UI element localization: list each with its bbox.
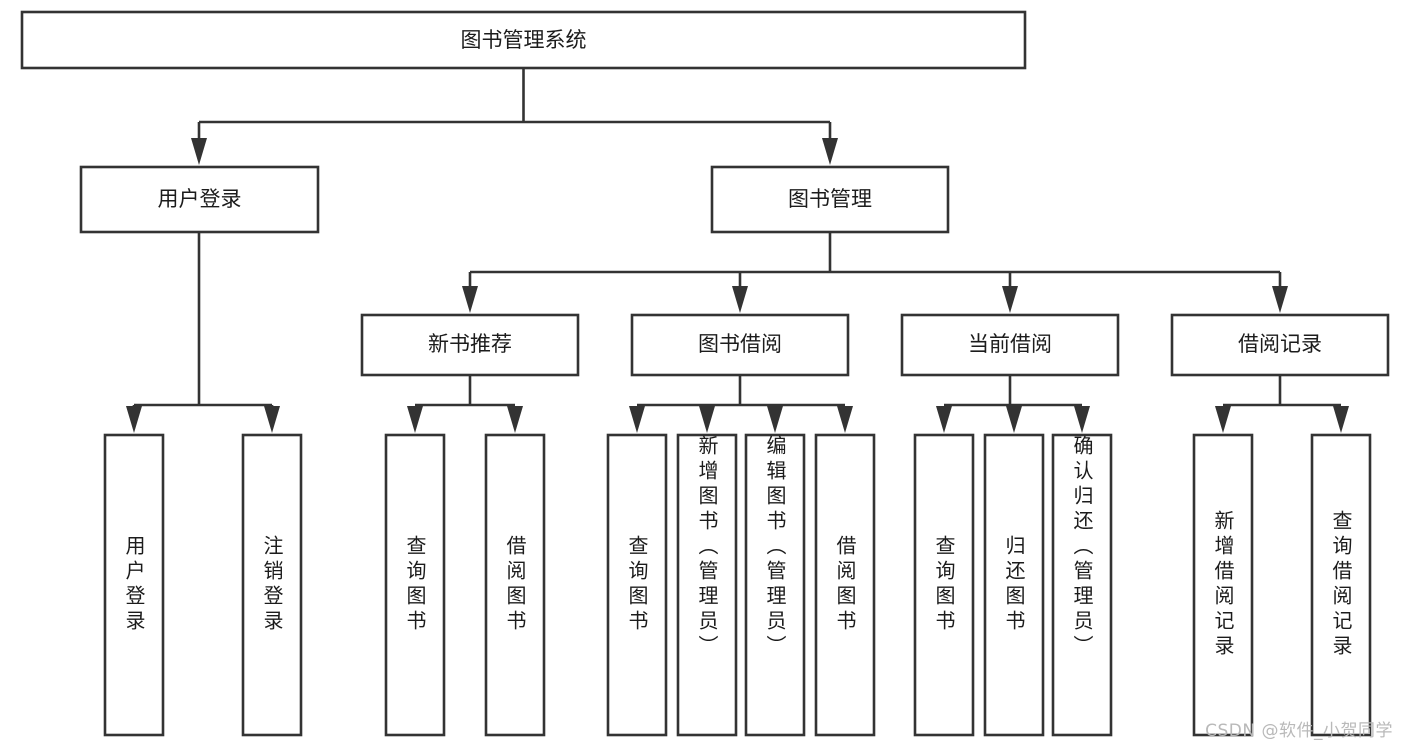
leaf-node-logout-login[interactable]: 注销登录 [243,435,301,735]
node-new-book-recommend-box [360,313,580,377]
arrow-head-icon [462,286,478,313]
node-book-borrow[interactable]: 图书借阅 [630,313,850,377]
arrow-head-icon [1002,286,1018,313]
arrow-head-icon [1272,286,1288,313]
connector-group-root-to-level2 [191,68,838,165]
leaf-label-confirm-return-admin: 确认归还（管理员） [1070,435,1094,660]
connector-group-record-to-leaves [1215,375,1349,433]
node-book-management[interactable]: 图书管理 [710,165,950,234]
arrow-head-icon [1333,406,1349,433]
leaf-label-query-books-newbook: 查询图书 [403,535,427,635]
node-book-borrow-label: 图书借阅 [698,332,782,356]
leaf-box-query-borrow-record[interactable] [1310,433,1372,737]
leaf-label-return-books: 归还图书 [1002,535,1026,635]
arrow-head-icon [1006,406,1022,433]
node-book-management-box [710,165,950,234]
node-book-management-label: 图书管理 [788,187,872,211]
node-user-login-box [79,165,320,234]
arrow-head-icon [837,406,853,433]
leaf-label-query-books-current: 查询图书 [932,535,956,635]
leaf-node-query-books-newbook[interactable]: 查询图书 [386,435,444,735]
leaf-node-add-book-admin[interactable]: 新增图书（管理员） [678,435,736,735]
leaf-box-confirm-return-admin[interactable] [1051,433,1113,737]
connector-group-borrow-to-leaves [629,375,853,433]
leaf-box-user-login[interactable] [103,433,165,737]
leaf-label-borrow-books-newbook: 借阅图书 [503,535,527,635]
leaf-label-logout-login: 注销登录 [260,535,284,635]
leaf-box-query-books-newbook[interactable] [384,433,446,737]
leaf-node-query-books-current[interactable]: 查询图书 [915,435,973,735]
leaf-box-logout-login[interactable] [241,433,303,737]
arrow-head-icon [1074,406,1090,433]
arrow-head-icon [407,406,423,433]
connector-group-current-to-leaves [936,375,1090,433]
arrow-head-icon [936,406,952,433]
node-current-borrow[interactable]: 当前借阅 [900,313,1120,377]
leaf-box-return-books[interactable] [983,433,1045,737]
connector-group-newbook-to-leaves [407,375,523,433]
connector-group-login-to-leaves [126,232,280,433]
leaf-box-group [103,433,1372,737]
node-current-borrow-box [900,313,1120,377]
node-root-box [20,10,1027,70]
leaf-node-borrow-books-newbook[interactable]: 借阅图书 [486,435,544,735]
leaf-label-user-login: 用户登录 [122,535,146,635]
node-new-book-recommend[interactable]: 新书推荐 [360,313,580,377]
leaf-box-add-borrow-record[interactable] [1192,433,1254,737]
node-book-borrow-box [630,313,850,377]
leaf-box-query-books-current[interactable] [913,433,975,737]
arrow-head-icon [732,286,748,313]
arrow-head-icon [767,406,783,433]
arrow-head-icon [629,406,645,433]
connector-group-books-to-level3 [462,232,1288,313]
arrow-head-icon [507,406,523,433]
leaf-label-add-borrow-record: 新增借阅记录 [1211,510,1235,660]
node-root-system[interactable]: 图书管理系统 [20,10,1027,70]
node-borrow-record[interactable]: 借阅记录 [1170,313,1390,377]
arrow-head-icon [1215,406,1231,433]
node-borrow-record-label: 借阅记录 [1238,332,1322,356]
leaf-label-add-book-admin: 新增图书（管理员） [695,435,719,660]
leaf-label-edit-book-admin: 编辑图书（管理员） [763,435,787,660]
node-user-login-label: 用户登录 [158,187,242,211]
leaf-box-add-book-admin[interactable] [676,433,738,737]
leaf-box-borrow-books[interactable] [814,433,876,737]
arrow-head-icon [126,406,142,433]
leaf-node-return-books[interactable]: 归还图书 [985,435,1043,735]
node-current-borrow-label: 当前借阅 [968,332,1052,356]
leaf-box-edit-book-admin[interactable] [744,433,806,737]
csdn-watermark: CSDN @软件_小贺同学 [1205,721,1393,741]
leaf-label-query-books-borrow: 查询图书 [625,535,649,635]
leaf-label-query-borrow-record: 查询借阅记录 [1329,510,1353,660]
node-root-label: 图书管理系统 [461,28,587,52]
node-new-book-recommend-label: 新书推荐 [428,332,512,356]
arrow-head-icon [699,406,715,433]
leaf-box-query-books-borrow[interactable] [606,433,668,737]
leaf-node-query-borrow-record[interactable]: 查询借阅记录 [1312,435,1370,735]
leaf-box-borrow-books-newbook[interactable] [484,433,546,737]
arrow-head-icon [822,138,838,165]
arrow-head-icon [191,138,207,165]
node-borrow-record-box [1170,313,1390,377]
leaf-node-borrow-books[interactable]: 借阅图书 [816,435,874,735]
leaf-node-user-login[interactable]: 用户登录 [105,435,163,735]
arrow-head-icon [264,406,280,433]
node-user-login[interactable]: 用户登录 [79,165,320,234]
leaf-label-borrow-books: 借阅图书 [833,535,857,635]
leaf-node-add-borrow-record[interactable]: 新增借阅记录 [1194,435,1252,735]
leaf-node-query-books-borrow[interactable]: 查询图书 [608,435,666,735]
leaf-node-edit-book-admin[interactable]: 编辑图书（管理员） [746,435,804,735]
leaf-node-confirm-return-admin[interactable]: 确认归还（管理员） [1053,435,1111,735]
